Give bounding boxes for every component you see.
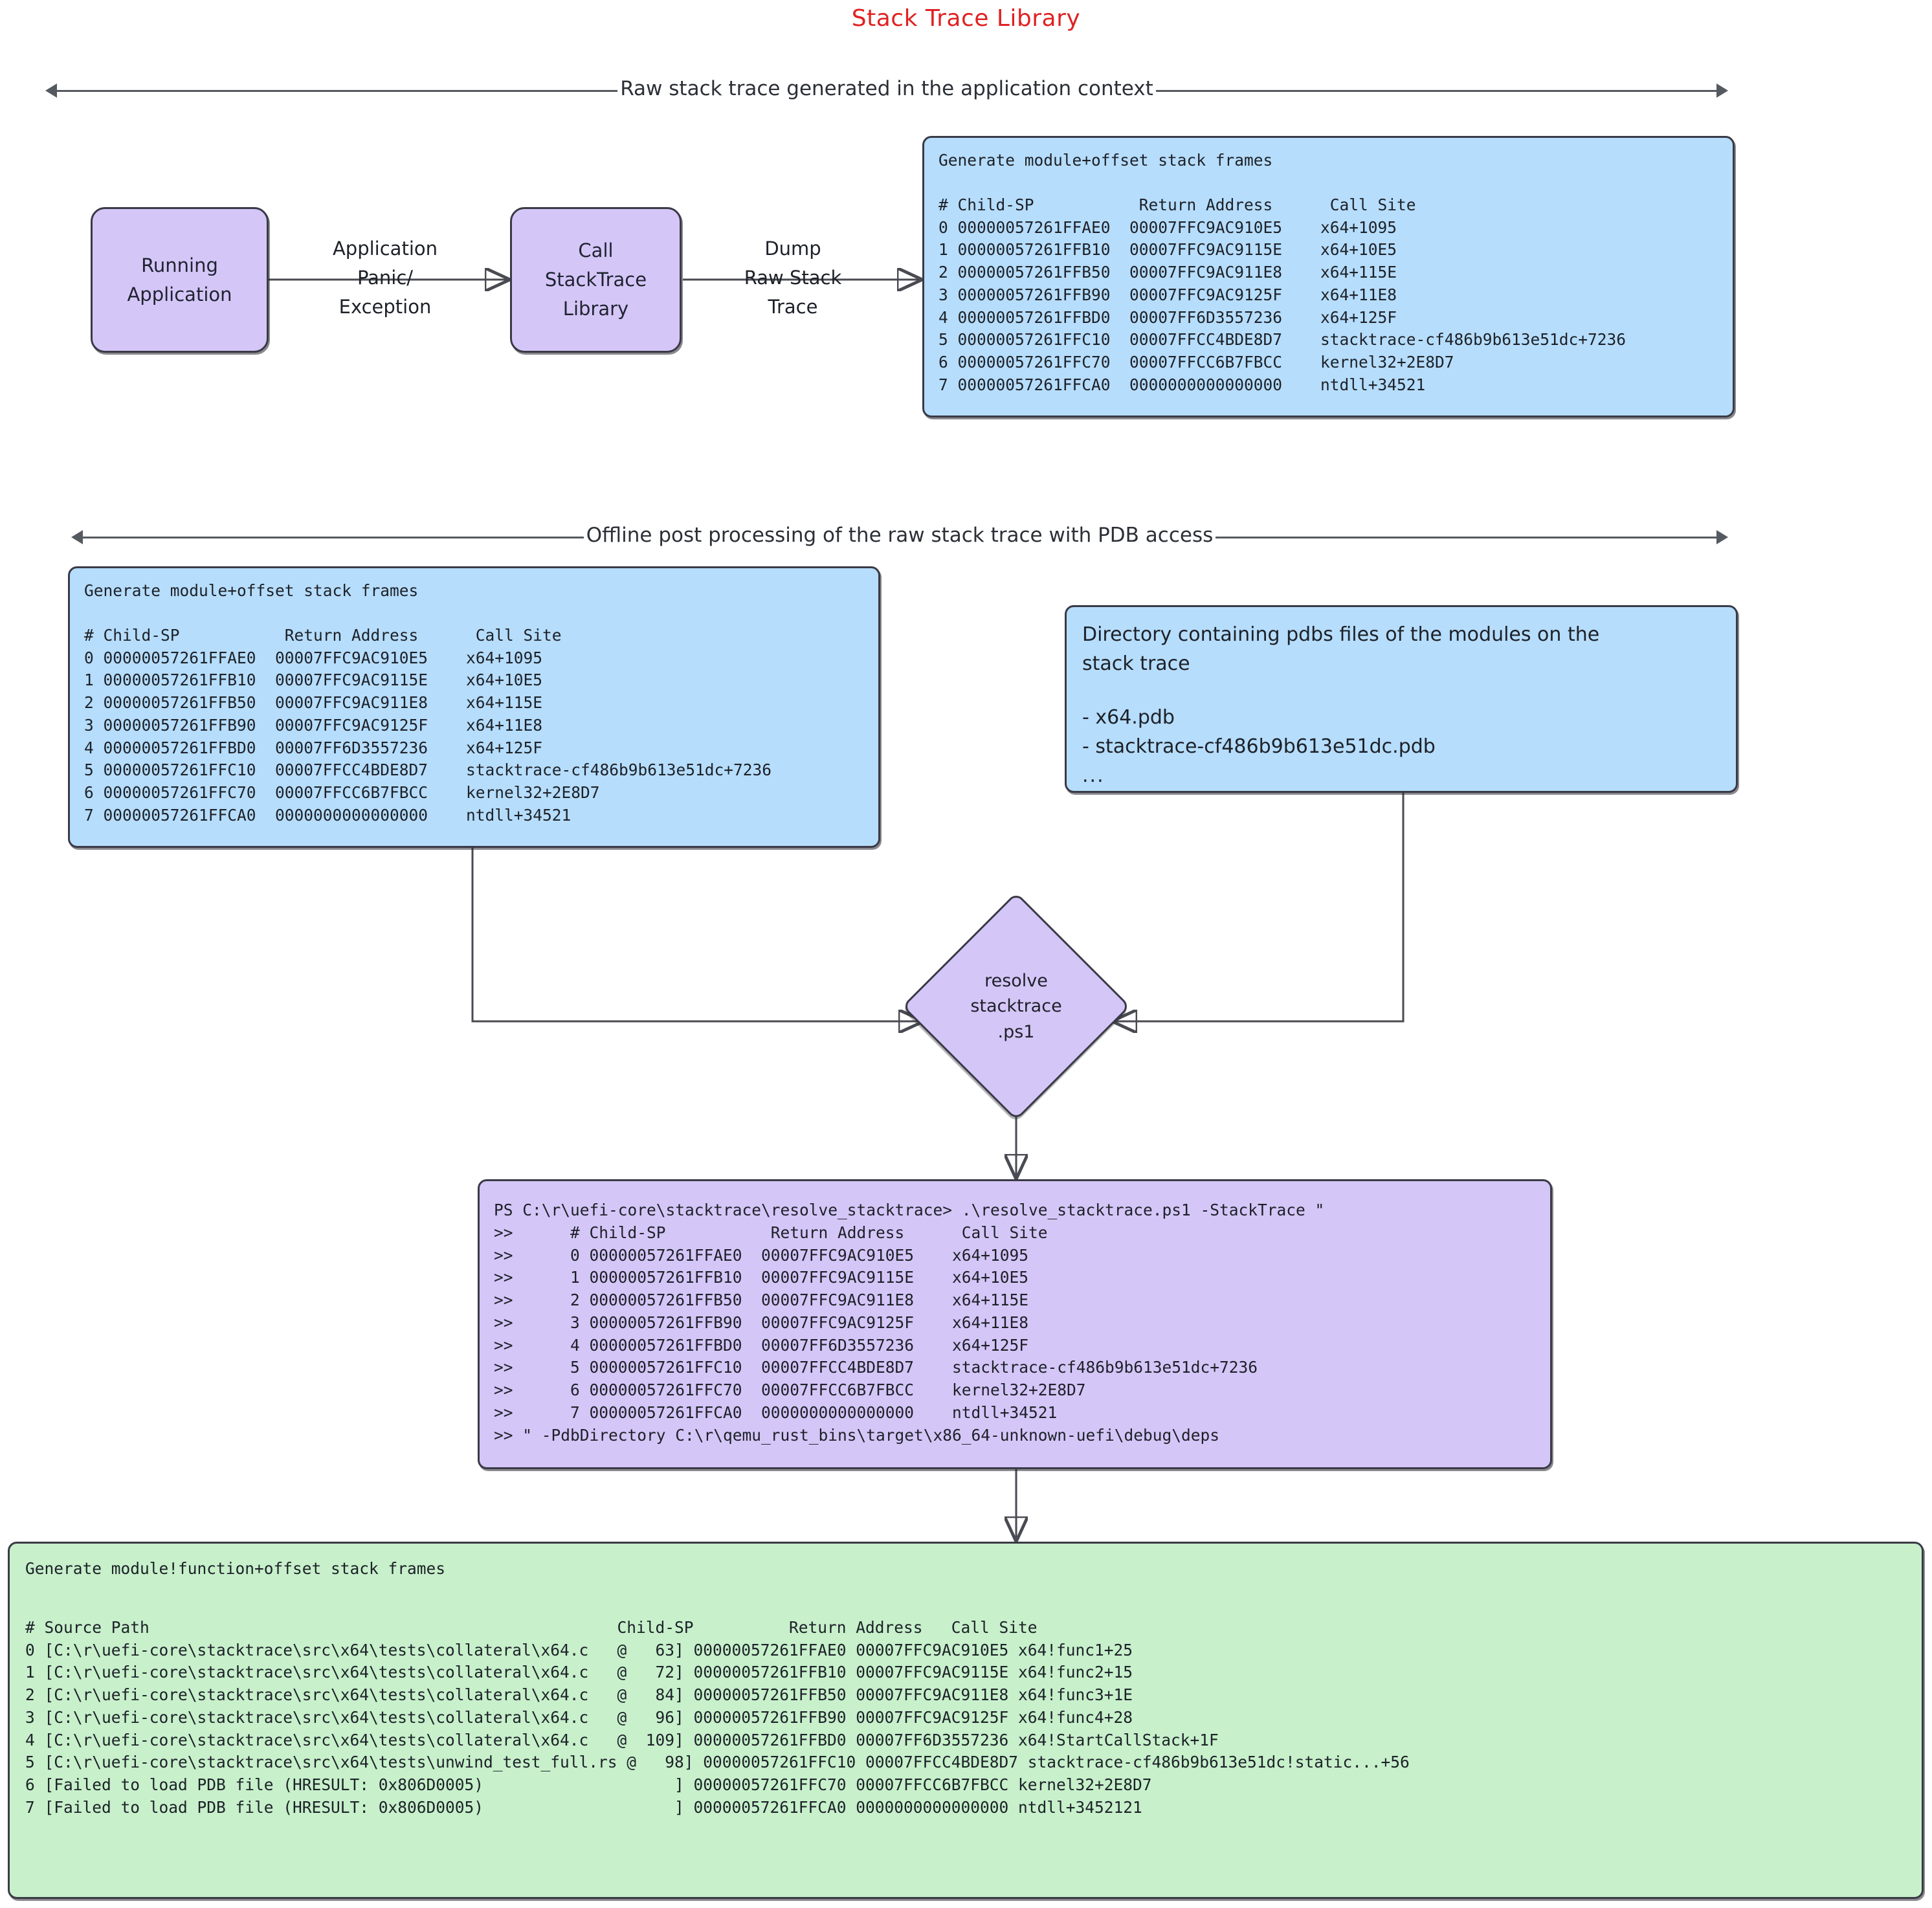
edge-label-application-panic: Application Panic/ Exception <box>294 234 476 322</box>
page-title: Stack Trace Library <box>851 5 1081 32</box>
diamond-label-line3: .ps1 <box>997 1021 1035 1042</box>
node-call-stacktrace-library[interactable]: Call StackTrace Library <box>510 207 682 353</box>
panel-powershell-command-body: PS C:\r\uefi-core\stacktrace\resolve_sta… <box>494 1201 1325 1445</box>
diamond-label-line1: resolve <box>984 971 1048 992</box>
divider-label-top: Raw stack trace generated in the applica… <box>620 77 1153 100</box>
arrow-left-icon <box>45 83 57 98</box>
arrow-right-icon <box>1716 530 1729 544</box>
pdb-line-5: - stacktrace-cf486b9b613e51dc.pdb <box>1082 735 1436 758</box>
edge-label-dump-raw-stack-trace-text: Dump Raw Stack Trace <box>744 238 842 318</box>
node-resolve-stacktrace-ps1[interactable]: resolve stacktrace .ps1 <box>902 892 1131 1121</box>
node-running-application-label: Running Application <box>127 254 232 305</box>
pdb-line-6: ... <box>1082 764 1105 787</box>
panel-raw-stack-trace-offline-body: # Child-SP Return Address Call Site 0 00… <box>84 625 772 825</box>
panel-resolved-header: Generate module!function+offset stack fr… <box>25 1559 446 1578</box>
panel-resolved-stack-frames: Generate module!function+offset stack fr… <box>8 1542 1924 1899</box>
pdb-line-4: - x64.pdb <box>1082 706 1175 729</box>
diamond-label-line2: stacktrace <box>970 996 1062 1017</box>
divider-bar <box>82 536 584 538</box>
diamond-label: resolve stacktrace .ps1 <box>935 926 1097 1087</box>
edge-label-application-panic-text: Application Panic/ Exception <box>332 238 438 318</box>
divider-label-middle: Offline post processing of the raw stack… <box>586 524 1214 547</box>
divider-bar <box>1216 536 1718 538</box>
panel-raw-stack-trace-top: Generate module+offset stack frames # Ch… <box>922 136 1735 417</box>
divider-bar <box>56 89 618 92</box>
edge-label-dump-raw-stack-trace: Dump Raw Stack Trace <box>712 234 874 322</box>
pdb-line-3 <box>1082 678 1720 703</box>
pdb-line-1: Directory containing pdbs files of the m… <box>1082 623 1600 646</box>
divider-bar <box>1155 89 1717 92</box>
arrow-left-icon <box>71 530 83 544</box>
panel-raw-stack-trace-offline-header: Generate module+offset stack frames <box>84 581 419 600</box>
arrow-right-icon <box>1716 83 1728 98</box>
divider-raw-stack-trace: Raw stack trace generated in the applica… <box>45 77 1728 104</box>
pdb-line-2: stack trace <box>1082 652 1190 675</box>
panel-raw-stack-trace-top-body: # Child-SP Return Address Call Site 0 00… <box>938 195 1627 395</box>
panel-pdb-directory: Directory containing pdbs files of the m… <box>1065 605 1738 793</box>
node-call-stacktrace-library-label: Call StackTrace Library <box>544 239 647 320</box>
panel-raw-stack-trace-offline: Generate module+offset stack frames # Ch… <box>68 566 880 848</box>
node-running-application[interactable]: Running Application <box>91 207 269 353</box>
panel-raw-stack-trace-top-header: Generate module+offset stack frames <box>938 151 1273 170</box>
panel-powershell-command: PS C:\r\uefi-core\stacktrace\resolve_sta… <box>478 1179 1552 1469</box>
divider-offline-post-processing: Offline post processing of the raw stack… <box>71 524 1729 550</box>
panel-resolved-body: # Source Path Child-SP Return Address Ca… <box>25 1617 1410 1817</box>
